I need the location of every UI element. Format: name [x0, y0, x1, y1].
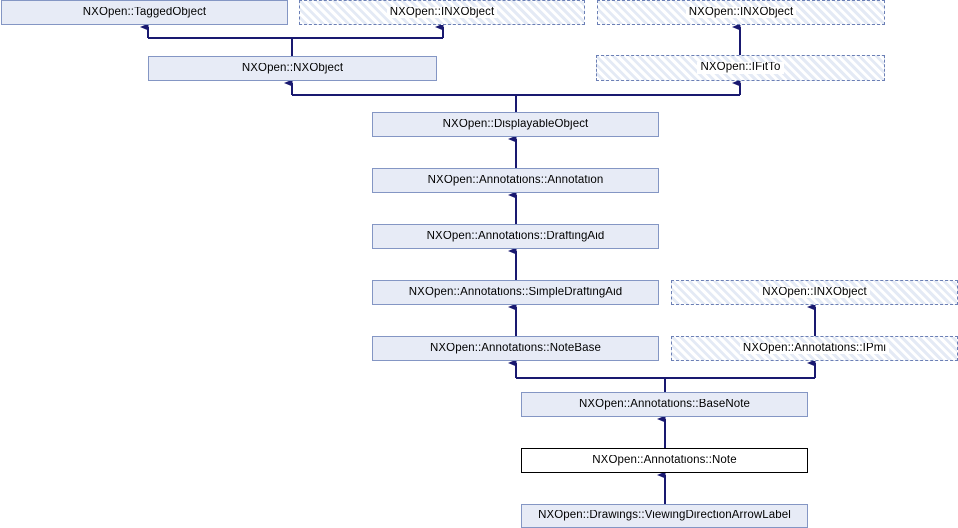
class-node-label: NXOpen::DisplayableObject: [442, 118, 589, 130]
class-node-annotation[interactable]: NXOpen::Annotations::Annotation: [372, 168, 659, 193]
class-node-inxobject-top-mid[interactable]: NXOpen::INXObject: [299, 0, 585, 25]
class-node-simpledraftingaid[interactable]: NXOpen::Annotations::SimpleDraftingAid: [372, 280, 659, 305]
class-node-taggedobject[interactable]: NXOpen::TaggedObject: [1, 0, 288, 25]
class-node-ifitto[interactable]: NXOpen::IFitTo: [596, 55, 885, 81]
class-node-viewingdirectionarrowlabel[interactable]: NXOpen::Drawings::ViewingDirectionArrowL…: [521, 504, 808, 528]
class-node-label: NXOpen::TaggedObject: [82, 6, 207, 18]
class-node-label: NXOpen::Annotations::SimpleDraftingAid: [408, 286, 623, 298]
class-node-label: NXOpen::Drawings::ViewingDirectionArrowL…: [538, 510, 791, 522]
class-node-ipmi[interactable]: NXOpen::Annotations::IPmi: [671, 336, 958, 361]
class-node-notebase[interactable]: NXOpen::Annotations::NoteBase: [372, 336, 659, 361]
class-node-nxobject[interactable]: NXOpen::NXObject: [148, 56, 437, 81]
class-node-label: NXOpen::Annotations::DraftingAid: [426, 230, 605, 242]
edge-basenote-parents: [508, 359, 816, 392]
edge-nxobject-parents: [140, 23, 444, 56]
class-node-label: NXOpen::INXObject: [386, 6, 498, 19]
class-node-label: NXOpen::NXObject: [241, 62, 344, 74]
class-node-label: NXOpen::Annotations::NoteBase: [429, 342, 602, 354]
class-node-inxobject-top-right[interactable]: NXOpen::INXObject: [597, 0, 885, 25]
class-node-label: NXOpen::Annotations::Annotation: [427, 174, 604, 186]
class-node-label: NXOpen::IFitTo: [697, 62, 784, 74]
class-node-label: NXOpen::Annotations::Note: [592, 454, 737, 466]
class-node-draftingaid[interactable]: NXOpen::Annotations::DraftingAid: [372, 224, 659, 249]
class-node-label: NXOpen::Annotations::IPmi: [739, 342, 890, 355]
edge-displayableobject-parents: [284, 79, 741, 112]
class-node-label: NXOpen::Annotations::BaseNote: [578, 398, 751, 410]
class-node-label: NXOpen::INXObject: [685, 6, 797, 19]
class-node-label: NXOpen::INXObject: [759, 286, 870, 299]
class-node-inxobject-mid-right[interactable]: NXOpen::INXObject: [671, 280, 958, 305]
class-node-note[interactable]: NXOpen::Annotations::Note: [521, 448, 808, 473]
class-node-basenote[interactable]: NXOpen::Annotations::BaseNote: [521, 392, 808, 417]
class-node-displayableobject[interactable]: NXOpen::DisplayableObject: [372, 112, 659, 137]
